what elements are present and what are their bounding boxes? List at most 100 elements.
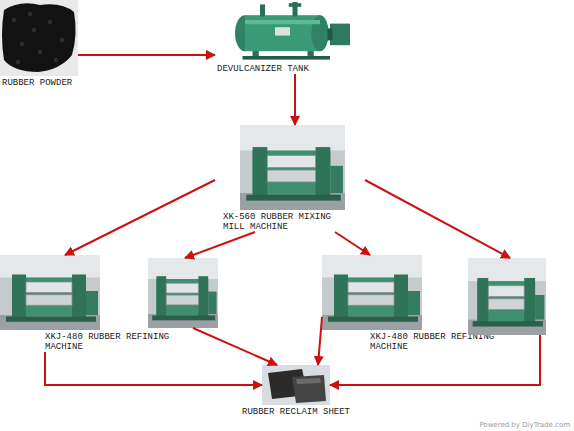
powder-grain [54,58,58,62]
node-text: RUBBER RECLAIM SHEET [236,407,356,417]
flow-arrow [335,232,370,255]
machine-motor [330,166,343,193]
node-text: XK-560 RUBBER MIXING MILL MACHINE [223,212,357,232]
machine-base [246,195,340,201]
factory-window [240,125,345,151]
machine-motor [86,291,98,315]
factory-floor [322,315,422,330]
machine-node: XKJ-480 RUBBER REFINING MACHINE [322,255,422,352]
machine-base [473,321,543,326]
machine-roll [488,299,524,310]
machine-roll [267,156,315,168]
machine-frame [477,278,488,323]
machine-base [328,317,418,322]
machine-illustration [0,255,100,330]
factory-background [240,125,345,210]
powder-grain [60,38,64,42]
tank-base [243,56,331,60]
powder-grain [16,60,20,64]
node-label: XKJ-480 RUBBER REFINING MACHINE [322,332,500,352]
machine-roll [26,282,72,293]
flow-arrow [365,180,510,258]
flow-arrow [294,74,296,125]
node-label: XK-560 RUBBER MIXING MILL MACHINE [215,212,357,232]
machine-node [148,258,218,328]
machine-roll [267,170,315,182]
tank-body [245,15,320,51]
factory-background [468,258,546,335]
machine-frame [253,147,268,196]
machine-roll [488,286,524,297]
factory-background [148,258,218,328]
photo-background [262,365,330,405]
factory-window [148,258,218,279]
node-text: XKJ-480 RUBBER REFINING MACHINE [370,332,500,352]
machine-roll [348,295,394,306]
tank-gear [328,28,333,40]
node-text: XKJ-480 RUBBER REFINING MACHINE [45,332,175,352]
tank-valve [289,3,302,7]
node-text: DEVULCANIZER TANK [217,64,363,74]
machine-roll [348,282,394,293]
machine-base [152,315,215,320]
machine-frame [394,275,408,319]
flow-arrow [330,335,540,385]
flow-arrow [193,328,277,365]
flow-arrow [318,317,322,365]
flow-arrow [45,352,262,385]
tank-plate [275,27,290,35]
machine-node [468,258,546,335]
machine-motor [208,292,216,314]
powder-grain [28,12,32,16]
machine-node: DEVULCANIZER TANK [215,2,365,74]
machine-illustration [0,0,78,76]
powder-grain [38,50,42,54]
node-label: DEVULCANIZER TANK [215,64,363,74]
machine-node: XK-560 RUBBER MIXING MILL MACHINE [215,125,365,232]
machine-frame [12,275,26,319]
powder-grain [32,28,36,32]
tank-highlight [245,20,320,24]
factory-background [0,255,100,330]
node-label: XKJ-480 RUBBER REFINING MACHINE [0,332,175,352]
machine-frame [334,275,348,319]
machine-node: RUBBER RECLAIM SHEET [262,365,330,417]
machine-illustration [322,255,422,330]
machine-illustration [468,258,546,335]
factory-floor [0,315,100,330]
node-text: RUBBER POWDER [2,78,78,88]
machine-roll [166,295,198,305]
machine-roll [166,283,198,293]
machine-illustration [230,2,355,62]
machine-roll [26,295,72,306]
factory-floor [240,193,345,210]
flow-arrow [185,232,255,258]
factory-window [322,255,422,278]
machine-frame [72,275,86,319]
machine-motor [535,295,544,320]
factory-floor [468,320,546,335]
flow-arrow [78,54,215,56]
machine-illustration [262,365,330,405]
factory-background [322,255,422,330]
factory-floor [148,314,218,328]
machine-illustration [240,125,345,210]
machine-frame [198,276,208,317]
machine-frame [316,147,331,196]
machine-base [6,317,96,322]
machine-frame [156,276,166,317]
machine-illustration [148,258,218,328]
powder-grain [20,42,24,46]
machine-frame [524,278,535,323]
machine-motor [408,291,420,315]
flow-arrow [65,180,215,255]
powder-grain [48,20,52,24]
tank-motor [330,24,350,46]
powder-grain [12,18,16,22]
factory-window [468,258,546,281]
tank-pipe [260,4,265,16]
watermark: Powered by DiyTrade.com [479,421,570,429]
sheet-shine [296,378,321,384]
machine-node: XKJ-480 RUBBER REFINING MACHINE [0,255,100,352]
